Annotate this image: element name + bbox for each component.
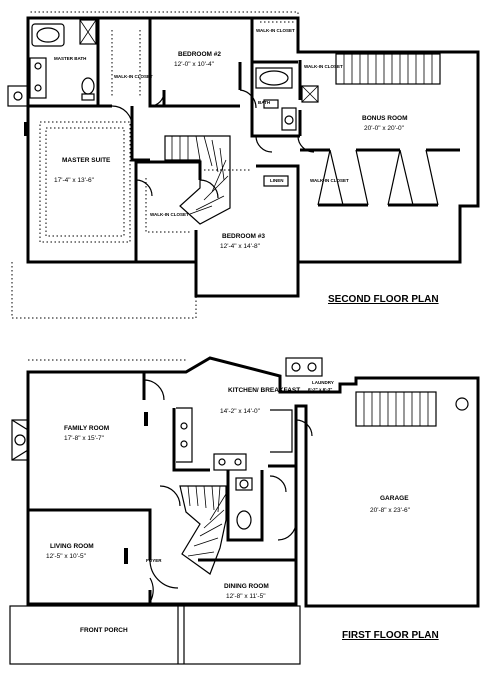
second-floor-labels: MASTER BATH WALK-IN CLOSET BEDROOM #2 12… xyxy=(54,28,439,305)
master-bath-label: MASTER BATH xyxy=(54,56,86,61)
living-room-name: LIVING ROOM xyxy=(50,543,94,550)
family-room-name: FAMILY ROOM xyxy=(64,425,109,432)
second-floor-overhang xyxy=(11,262,197,319)
linen-label: LINEN xyxy=(270,178,284,183)
front-porch-label: FRONT PORCH xyxy=(80,627,128,634)
second-floor-plan xyxy=(7,11,480,319)
first-floor-title: FIRST FLOOR PLAN xyxy=(342,630,439,641)
laundry-name: LAUNDRY xyxy=(312,380,334,385)
front-porch-outline xyxy=(9,605,301,665)
garage-size: 20'-8" x 23'-6" xyxy=(370,507,411,514)
dining-room-name: DINING ROOM xyxy=(224,583,269,590)
walk-in-closet-label-2: WALK-IN CLOSET xyxy=(256,28,295,33)
bedroom3-size: 12'-4" x 14'-8" xyxy=(220,243,261,250)
bath-label: BATH xyxy=(258,100,270,105)
living-room-size: 12'-5" x 10'-5" xyxy=(46,553,87,560)
master-suite-size: 17'-4" x 13'-6" xyxy=(54,177,95,184)
second-floor-title: SECOND FLOOR PLAN xyxy=(328,294,439,305)
first-floor-plan xyxy=(9,356,480,665)
foyer-label: FOYER xyxy=(146,558,162,563)
bedroom2-name: BEDROOM #2 xyxy=(178,51,221,58)
walk-in-closet-label-5: WALK-IN CLOSET xyxy=(310,178,349,183)
first-floor-outer-walls xyxy=(26,356,480,608)
bedroom2-size: 12'-0" x 10'-4" xyxy=(174,61,215,68)
walk-in-closet-label-3: WALK-IN CLOSET xyxy=(304,64,343,69)
bonus-room-name: BONUS ROOM xyxy=(362,115,408,122)
kitchen-size: 14'-2" x 14'-0" xyxy=(220,408,261,415)
garage-name: GARAGE xyxy=(380,495,409,502)
bedroom3-name: BEDROOM #3 xyxy=(222,233,265,240)
laundry-size: 6'-2" x 6'-3" xyxy=(308,387,332,392)
walk-in-closet-label-4: WALK-IN CLOSET xyxy=(150,212,189,217)
walk-in-closet-label-1: WALK-IN CLOSET xyxy=(114,74,153,79)
dining-room-size: 12'-8" x 11'-5" xyxy=(226,593,266,600)
kitchen-name: KITCHEN/ BREAKFAST xyxy=(228,387,300,394)
first-floor-labels: FAMILY ROOM 17'-8" x 15'-7" KITCHEN/ BRE… xyxy=(46,380,439,641)
bonus-room-size: 20'-0" x 20'-0" xyxy=(364,125,405,132)
master-suite-name: MASTER SUITE xyxy=(62,157,111,164)
family-room-size: 17'-8" x 15'-7" xyxy=(64,435,105,442)
